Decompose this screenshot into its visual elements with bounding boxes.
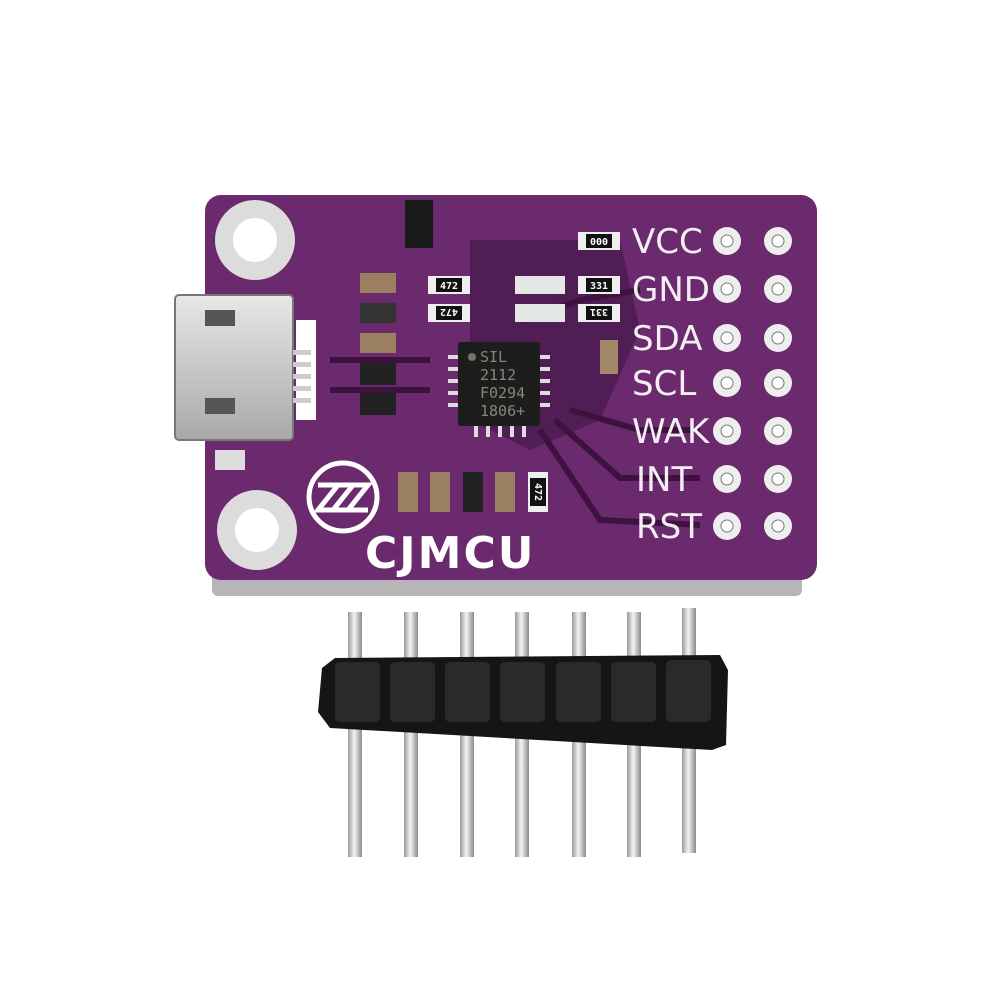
mounting-hole-top [215, 200, 295, 280]
resistor-r2: 472 [428, 276, 470, 294]
cjmcu-logo-icon [306, 460, 380, 534]
led-1 [515, 276, 565, 294]
resistor-code: 472 [532, 483, 543, 501]
brand-label: CJMCU [365, 528, 535, 579]
micro-usb-connector [174, 294, 316, 470]
resistor-code: 472 [440, 306, 458, 317]
resistor-code: 331 [590, 281, 608, 292]
chip-marking: F0294 [480, 384, 525, 402]
pin-label: WAK [632, 412, 711, 452]
pin-int: INT [636, 460, 792, 500]
pin-row: VCC GND SDA SCL WAK INT [632, 222, 792, 547]
usb-bridge-chip: SIL 2112 F0294 1806+ [448, 342, 550, 437]
pin-label: GND [632, 270, 710, 310]
pin-label: SCL [632, 364, 696, 404]
led-2 [515, 304, 565, 322]
resistor-r3: 472 [428, 304, 470, 322]
pin-label: INT [636, 460, 692, 500]
resistor-code: 000 [590, 237, 608, 248]
pin-sda: SDA [632, 319, 792, 359]
pin-label: RST [636, 507, 702, 547]
capacitor-small [600, 340, 618, 374]
pin-scl: SCL [632, 364, 792, 404]
resistor-code: 472 [440, 281, 458, 292]
pin-header [318, 608, 728, 857]
pin-vcc: VCC [632, 222, 792, 262]
pin-wak: WAK [632, 412, 792, 452]
pin-label: SDA [632, 319, 702, 359]
chip-marking: 2112 [480, 366, 516, 384]
traces [330, 287, 701, 528]
bottom-capacitors [398, 472, 515, 512]
transistor [405, 200, 433, 248]
resistor-r5: 331 [578, 304, 620, 322]
chip-marking: SIL [480, 348, 507, 366]
pin-label: VCC [632, 222, 703, 262]
pin-gnd: GND [632, 270, 792, 310]
resistor-r6: 472 [528, 472, 548, 512]
mounting-hole-bottom [217, 490, 297, 570]
capacitors [360, 273, 396, 415]
resistor-r1: 000 [578, 232, 620, 250]
resistor-code: 331 [590, 306, 608, 317]
resistor-r4: 331 [578, 276, 620, 294]
chip-marking: 1806+ [480, 402, 525, 420]
pin-rst: RST [636, 507, 792, 547]
